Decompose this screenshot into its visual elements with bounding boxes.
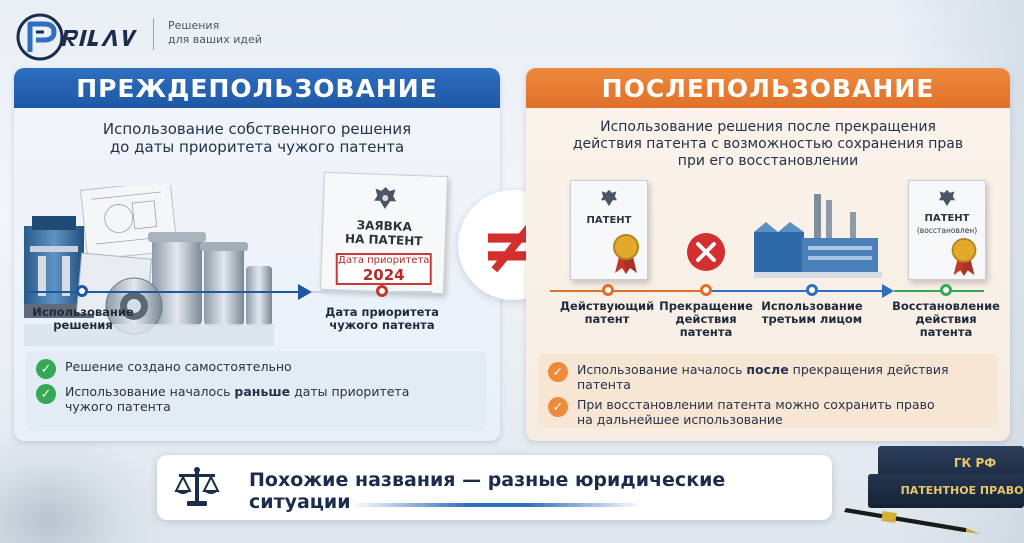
timeline-node-third-party — [806, 284, 818, 296]
timeline-label-active-line2: патент — [584, 312, 630, 326]
timeline-label-restoration: Восстановление действия патента — [890, 300, 1002, 339]
timeline-node-active — [602, 284, 614, 296]
pre-use-panel: ПРЕЖДЕПОЛЬЗОВАНИЕ Использование собствен… — [14, 68, 500, 441]
checkmark-icon: ✓ — [548, 397, 568, 417]
active-patent-title: ПАТЕНТ — [586, 215, 632, 226]
summary-banner: Похожие названия — разные юридические си… — [157, 455, 832, 520]
pen-icon — [844, 508, 980, 534]
post-use-conditions: ✓ Использование началось после прекращен… — [538, 354, 998, 428]
active-patent-doc: ПАТЕНТ — [570, 180, 648, 280]
timeline-node-priority — [376, 285, 388, 297]
pre-use-timeline-tail — [312, 291, 432, 293]
seal-icon — [613, 234, 639, 274]
tagline-line2: для ваших идей — [168, 33, 262, 46]
condition-text-before: Использование началось — [577, 362, 747, 377]
banner-underline — [352, 503, 642, 507]
timeline-label-restoration-line1: Восстановление — [892, 299, 1000, 313]
post-use-subtitle: Использование решения после прекращения … — [526, 119, 1010, 170]
emblem-icon — [938, 189, 956, 207]
termination-x-icon — [687, 233, 725, 271]
pre-use-subtitle: Использование собственного решения до да… — [14, 120, 500, 156]
timeline-label-termination: Прекращение действия патента — [652, 300, 760, 339]
condition-text-after: прекращения действия патента — [577, 362, 949, 392]
condition-text-before: Использование началось — [65, 384, 235, 399]
condition-text-emphasis: после — [746, 362, 789, 377]
post-use-timeline-blue — [702, 290, 882, 292]
emblem-icon — [600, 189, 618, 207]
patent-application-doc: ЗАЯВКА НА ПАТЕНТ Дата приоритета 2024 — [319, 171, 449, 295]
application-title-line2: НА ПАТЕНТ — [344, 231, 423, 249]
pre-use-subtitle-line2: до даты приоритета чужого патента — [109, 138, 405, 156]
restored-patent-doc: ПАТЕНТ (восстановлен) — [908, 180, 986, 280]
timeline-label-termination-line3: патента — [679, 325, 733, 339]
timeline-label-priority: Дата приоритета чужого патента — [317, 306, 447, 332]
tagline-line1: Решения — [168, 19, 220, 32]
condition-text-line1: При восстановлении патента можно сохрани… — [577, 397, 935, 412]
priority-date-stamp: Дата приоритета 2024 — [335, 253, 432, 286]
condition-text-line2: на дальнейшее использование — [577, 412, 783, 427]
condition-item: ✓ Решение создано самостоятельно — [36, 359, 476, 379]
post-use-timeline-orange — [550, 290, 702, 292]
timeline-label-third-party-line1: Использование — [761, 299, 863, 313]
pre-use-subtitle-line1: Использование собственного решения — [102, 120, 412, 138]
scales-icon — [174, 467, 220, 506]
timeline-label-active-line1: Действующий — [559, 299, 655, 313]
timeline-label-termination-line2: действия — [675, 312, 737, 326]
pre-use-title: ПРЕЖДЕПОЛЬЗОВАНИЕ — [14, 68, 500, 108]
timeline-node-termination — [700, 284, 712, 296]
banner-text: Похожие названия — разные юридические си… — [249, 469, 726, 513]
timeline-arrow-icon — [298, 284, 312, 300]
restored-patent-title: ПАТЕНТ — [924, 213, 970, 224]
timeline-label-restoration-line3: патента — [919, 325, 973, 339]
timeline-label-restoration-line2: действия — [915, 312, 977, 326]
stamp-year: 2024 — [362, 266, 405, 285]
seal-icon — [951, 237, 977, 277]
timeline-label-third-party: Использование третьим лицом — [758, 300, 866, 326]
checkmark-icon: ✓ — [548, 362, 568, 382]
condition-text-after: даты приоритета — [290, 384, 410, 399]
application-doc-title: ЗАЯВКА НА ПАТЕНТ — [323, 217, 446, 249]
post-use-timeline-green — [894, 290, 984, 292]
restored-patent-note: (восстановлен) — [916, 226, 978, 235]
condition-text: При восстановлении патента можно сохрани… — [577, 397, 935, 427]
timeline-node-use — [76, 285, 88, 297]
emblem-icon — [374, 187, 397, 210]
header-divider — [153, 18, 154, 50]
timeline-label-priority-line1: Дата приоритета — [325, 305, 439, 319]
timeline-label-termination-line1: Прекращение — [659, 299, 753, 313]
post-use-title: ПОСЛЕПОЛЬЗОВАНИЕ — [526, 68, 1010, 108]
timeline-label-use-line1: Использование — [32, 305, 134, 319]
timeline-label-use-line2: решения — [53, 318, 113, 332]
timeline-node-restoration — [940, 284, 952, 296]
timeline-label-priority-line2: чужого патента — [329, 318, 435, 332]
post-use-subtitle-line2: действия патента с возможностью сохранен… — [572, 136, 964, 152]
timeline-label-use: Использование решения — [28, 306, 138, 332]
checkmark-icon: ✓ — [36, 359, 56, 379]
background-fog — [0, 433, 160, 543]
timeline-label-active: Действующий патент — [548, 300, 666, 326]
book-civil-code-title: ГК РФ — [953, 456, 997, 470]
machinery-illustration — [24, 186, 274, 346]
condition-text-emphasis: раньше — [234, 384, 291, 399]
condition-text: Использование началось после прекращения… — [577, 362, 988, 392]
post-use-subtitle-line3: при его восстановлении — [677, 153, 859, 169]
pre-use-conditions: ✓ Решение создано самостоятельно ✓ Испол… — [26, 351, 486, 431]
condition-text: Решение создано самостоятельно — [65, 359, 292, 374]
tagline: Решения для ваших идей — [168, 19, 262, 47]
condition-item: ✓ При восстановлении патента можно сохра… — [548, 397, 988, 427]
pre-use-timeline-line — [28, 291, 308, 293]
condition-text-line2: чужого патента — [65, 399, 171, 414]
checkmark-icon: ✓ — [36, 384, 56, 404]
factory-illustration — [754, 194, 882, 278]
condition-text: Использование началось раньше даты приор… — [65, 384, 409, 414]
company-logo — [16, 13, 138, 61]
post-use-panel: ПОСЛЕПОЛЬЗОВАНИЕ Использование решения п… — [526, 68, 1010, 441]
condition-item: ✓ Использование началось после прекращен… — [548, 362, 988, 392]
condition-item: ✓ Использование началось раньше даты при… — [36, 384, 476, 414]
post-use-subtitle-line1: Использование решения после прекращения — [600, 119, 936, 135]
timeline-arrow-icon — [882, 284, 894, 298]
book-patent-law-title: ПАТЕНТНОЕ ПРАВО — [900, 484, 1024, 497]
timeline-label-third-party-line2: третьим лицом — [761, 312, 863, 326]
book-patent-law: ПАТЕНТНОЕ ПРАВО — [868, 474, 1024, 508]
